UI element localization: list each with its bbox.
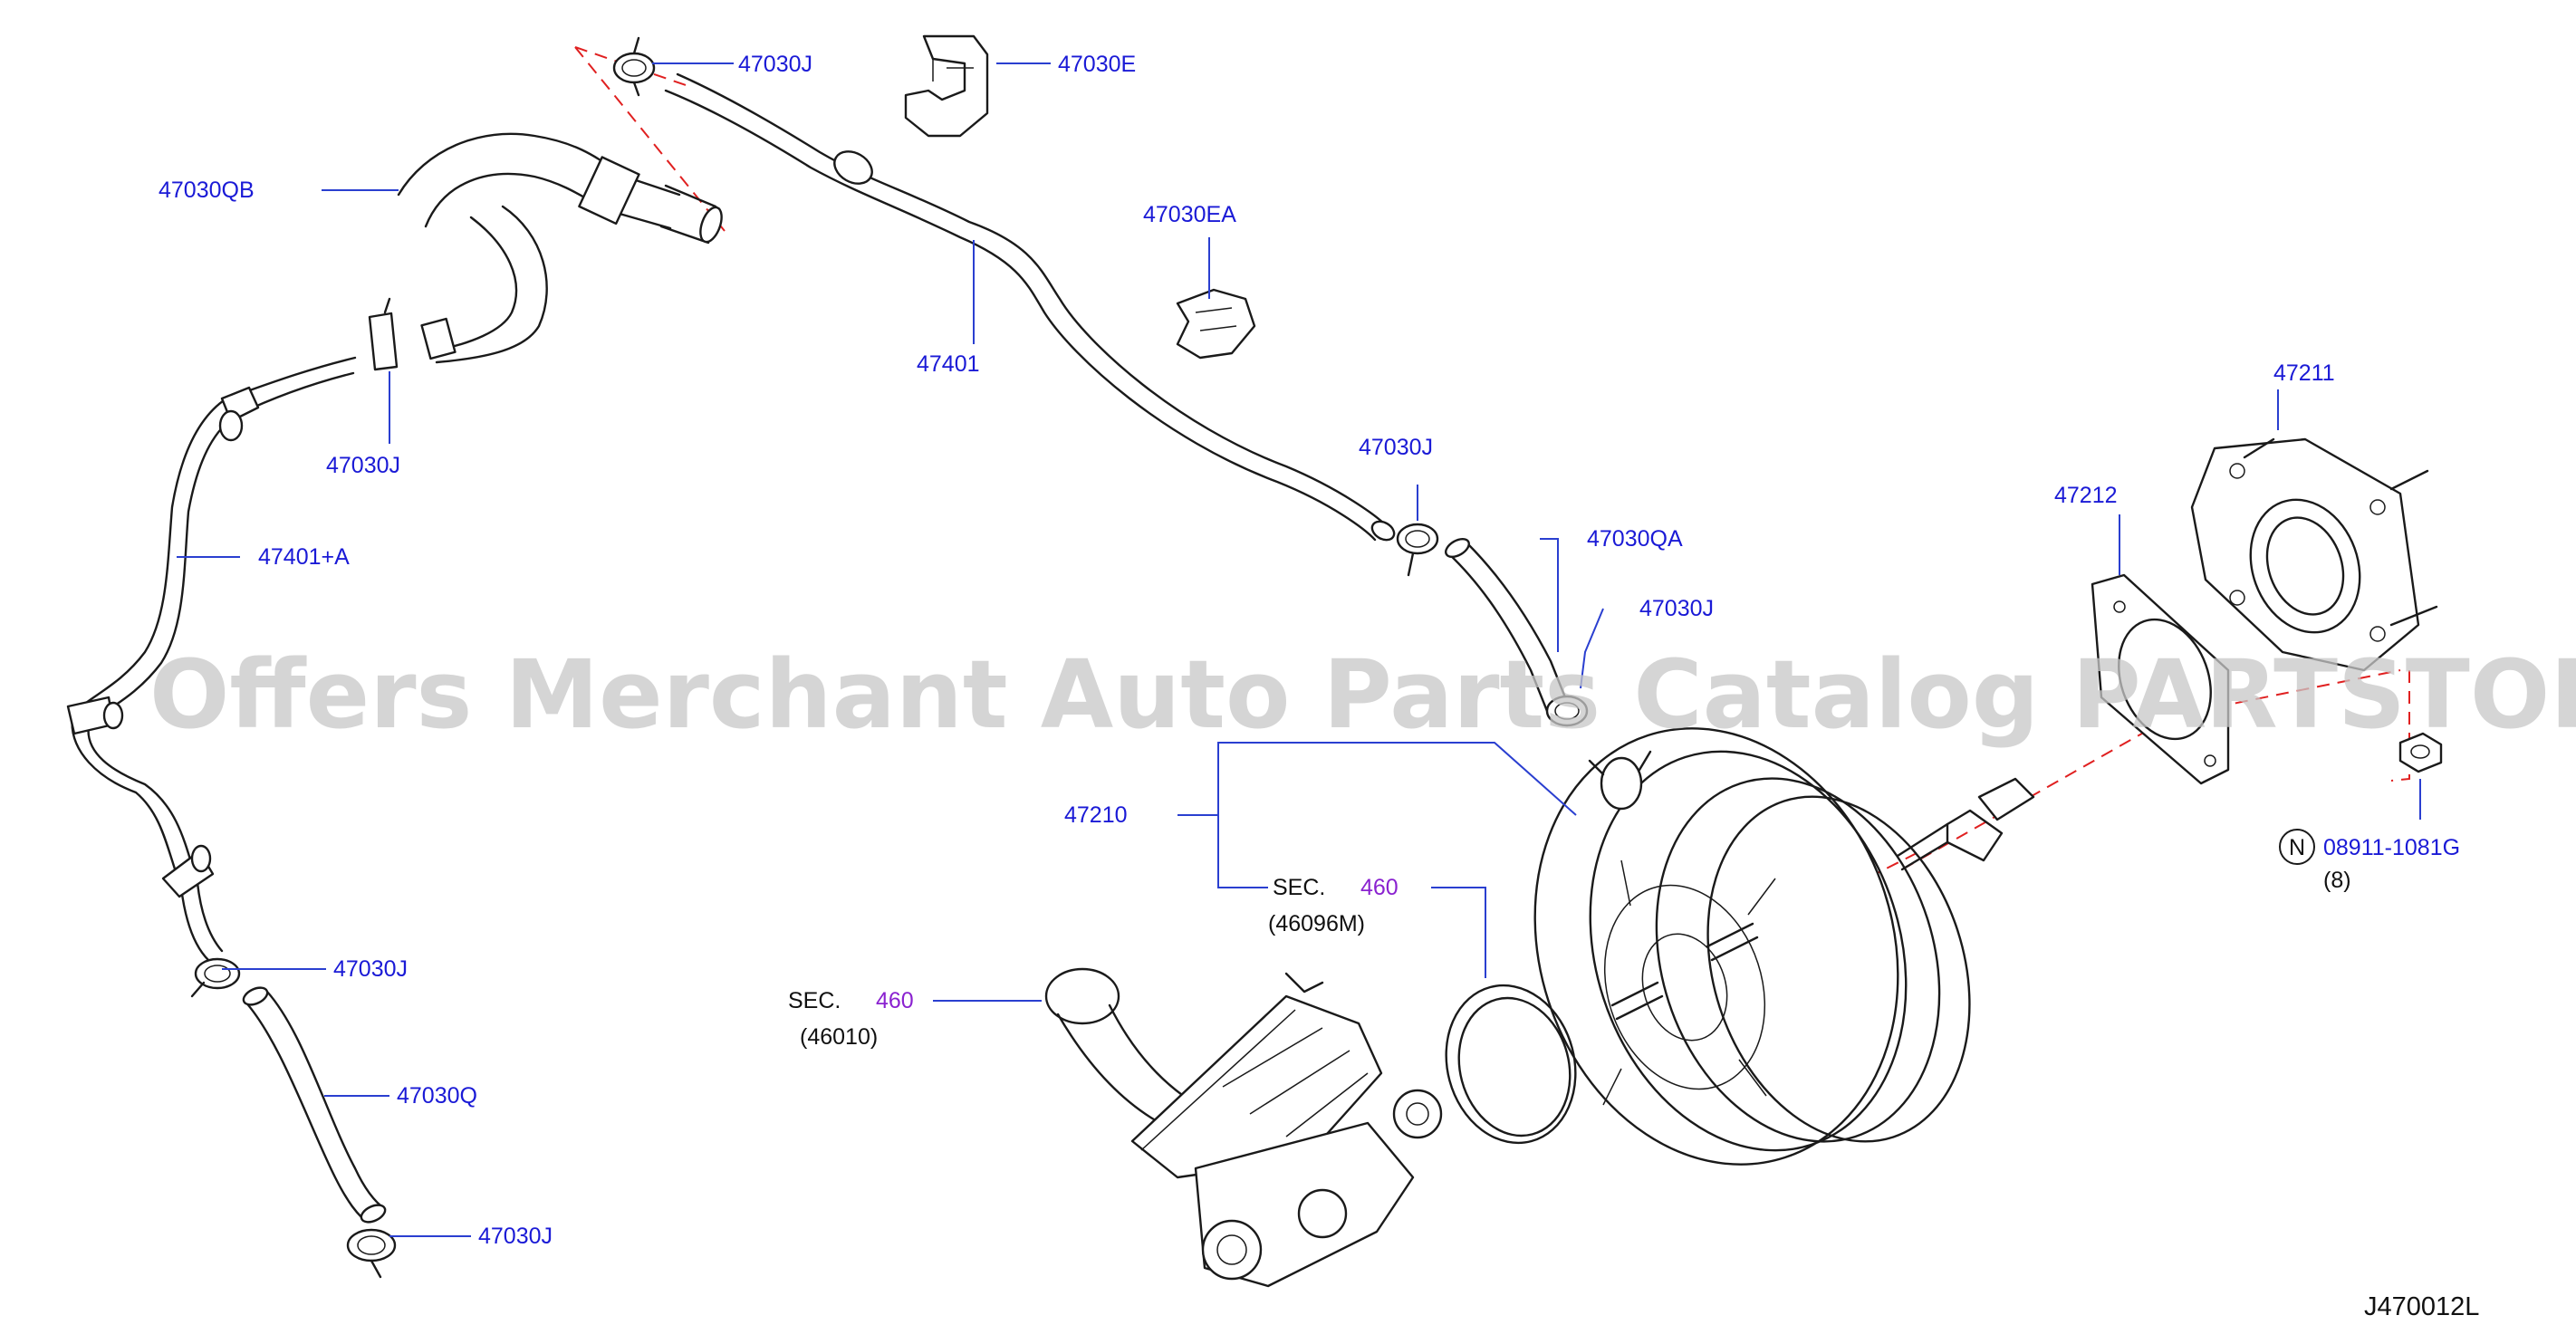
label-47030Q[interactable]: 47030Q [397,1083,477,1109]
leader-lines [177,62,2421,1237]
label-47030EA[interactable]: 47030EA [1143,202,1236,227]
label-47401A[interactable]: 47401+A [258,544,350,570]
clip-47030EA [1176,288,1256,360]
master-cylinder [1044,967,1443,1288]
nut-badge-letter: N [2289,835,2305,860]
hose-47030Q [242,986,387,1224]
clamp-47030J-top [612,36,656,97]
nut-badge-circle [2279,829,2315,865]
label-47401[interactable]: 47401 [917,351,980,377]
o-ring [1445,984,1577,1145]
label-47030J-left[interactable]: 47030J [326,453,400,478]
alignment-lines [574,46,2410,1020]
label-47210[interactable]: 47210 [1064,802,1128,828]
label-47030QB[interactable]: 47030QB [159,178,255,203]
watermark: Offers Merchant Auto Parts Catalog PARTS… [149,639,2576,750]
label-47030J-low[interactable]: 47030J [333,956,408,982]
vacuum-pipe-47401A [66,356,357,962]
clamp-47030J-left [368,297,399,371]
hose-47030QA [1445,537,1571,717]
nut [2398,732,2443,773]
label-nut-part[interactable]: 08911-1081G [2323,835,2460,860]
clamp-47030J-low [190,957,241,998]
clamp-47030J-right [1545,695,1589,727]
label-47030J-bottom[interactable]: 47030J [478,1224,553,1249]
label-47211[interactable]: 47211 [2273,360,2335,386]
label-47030E[interactable]: 47030E [1058,52,1136,77]
label-47030J-mid[interactable]: 47030J [1359,435,1433,460]
sec-number-2[interactable]: 460 [876,988,914,1013]
sec-code-2: (46010) [800,1024,878,1050]
vacuum-hose-47401 [664,72,1396,542]
clamp-47030J-mid [1396,523,1439,577]
sec-code-1: (46096M) [1268,911,1365,936]
label-47030J-top[interactable]: 47030J [738,52,812,77]
clip-47030E [904,34,989,138]
sec-label-1: SEC. [1273,875,1325,900]
sec-number-1[interactable]: 460 [1360,875,1399,900]
gasket-47212 [2091,573,2230,785]
diagram-reference-code: J470012L [2364,1292,2479,1321]
label-47030J-right[interactable]: 47030J [1639,596,1714,621]
label-47030QA[interactable]: 47030QA [1587,526,1683,552]
bracket-47211 [2190,437,2438,672]
clamp-47030J-bottom [346,1228,397,1279]
brake-booster [1533,727,2035,1166]
label-nut-qty: (8) [2323,868,2351,893]
hose-47030QB [397,132,723,364]
sec-label-2: SEC. [788,988,841,1013]
label-47212[interactable]: 47212 [2054,483,2118,508]
